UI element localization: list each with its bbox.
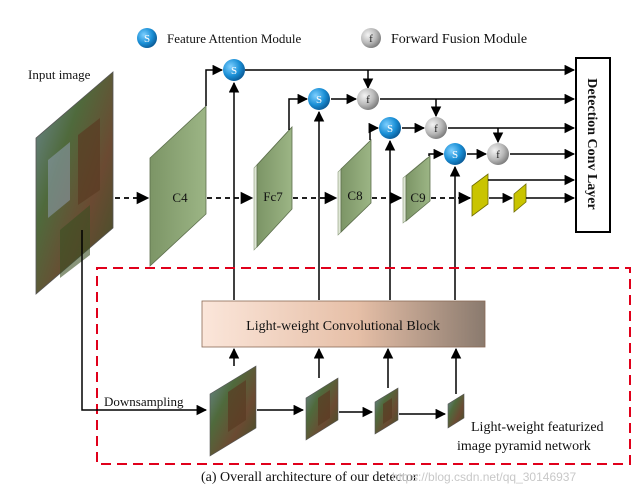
pyramid-image-1 (209, 365, 257, 457)
block-to-attention-arrows (228, 81, 461, 300)
feature-map-c8: C8 (337, 139, 372, 236)
small-feature-map-1 (471, 173, 489, 217)
feature-attention-module-4: S (444, 143, 466, 165)
pyramid-label-line-2: image pyramid network (457, 439, 591, 454)
fusion-connections (205, 64, 576, 204)
f-symbol: f (366, 94, 370, 106)
legend-f-symbol: f (369, 33, 373, 45)
pyramid-image-4 (447, 393, 465, 429)
s-symbol: S (452, 149, 458, 161)
input-image (35, 71, 114, 295)
feature-map-c9-label: C9 (410, 190, 425, 205)
s-symbol: S (387, 123, 393, 135)
conv-block-label: Light-weight Convolutional Block (246, 319, 440, 334)
feature-map-c8-label: C8 (347, 188, 362, 203)
feature-attention-module-1: S (223, 59, 245, 81)
legend-s-symbol: S (144, 33, 150, 45)
pyramid-label-line-1: Light-weight featurized (471, 420, 604, 435)
detection-conv-layer-label: Detection Conv Layer (584, 78, 599, 209)
input-image-label: Input image (28, 67, 91, 82)
watermark: https://blog.csdn.net/qq_30146937 (392, 470, 576, 484)
feature-attention-legend-icon (137, 28, 157, 48)
s-symbol: S (316, 94, 322, 106)
pyramid-image-3 (374, 387, 399, 435)
s-symbol: S (231, 65, 237, 77)
light-weight-conv-block: Light-weight Convolutional Block (201, 300, 486, 348)
pyramid-image-2 (305, 377, 339, 441)
feature-attention-module-3: S (379, 117, 401, 139)
downsampling-label: Downsampling (104, 394, 184, 409)
feature-map-c9: C9 (402, 155, 431, 224)
legend-feature-attention-label: Feature Attention Module (167, 31, 302, 46)
forward-fusion-module-1: f (357, 88, 379, 110)
forward-fusion-legend-icon (361, 28, 381, 48)
feature-attention-module-2: S (308, 88, 330, 110)
f-symbol: f (496, 149, 500, 161)
small-feature-map-2 (513, 183, 527, 213)
legend-forward-fusion-label: Forward Fusion Module (391, 32, 527, 47)
forward-fusion-module-2: f (425, 117, 447, 139)
pyramid-arrows (81, 230, 462, 420)
figure-caption: (a) Overall architecture of our detector (201, 470, 418, 485)
image-pyramid-dashed-box (96, 267, 631, 465)
feature-map-fc7-label: Fc7 (263, 189, 283, 204)
legend: S Feature Attention Module f Forward Fus… (137, 28, 527, 48)
f-symbol: f (434, 123, 438, 135)
feature-map-c4: C4 (149, 105, 207, 267)
forward-fusion-module-3: f (487, 143, 509, 165)
feature-map-c4-label: C4 (172, 190, 188, 205)
detection-conv-layer: Detection Conv Layer (575, 57, 611, 233)
feature-map-fc7: Fc7 (253, 125, 293, 251)
